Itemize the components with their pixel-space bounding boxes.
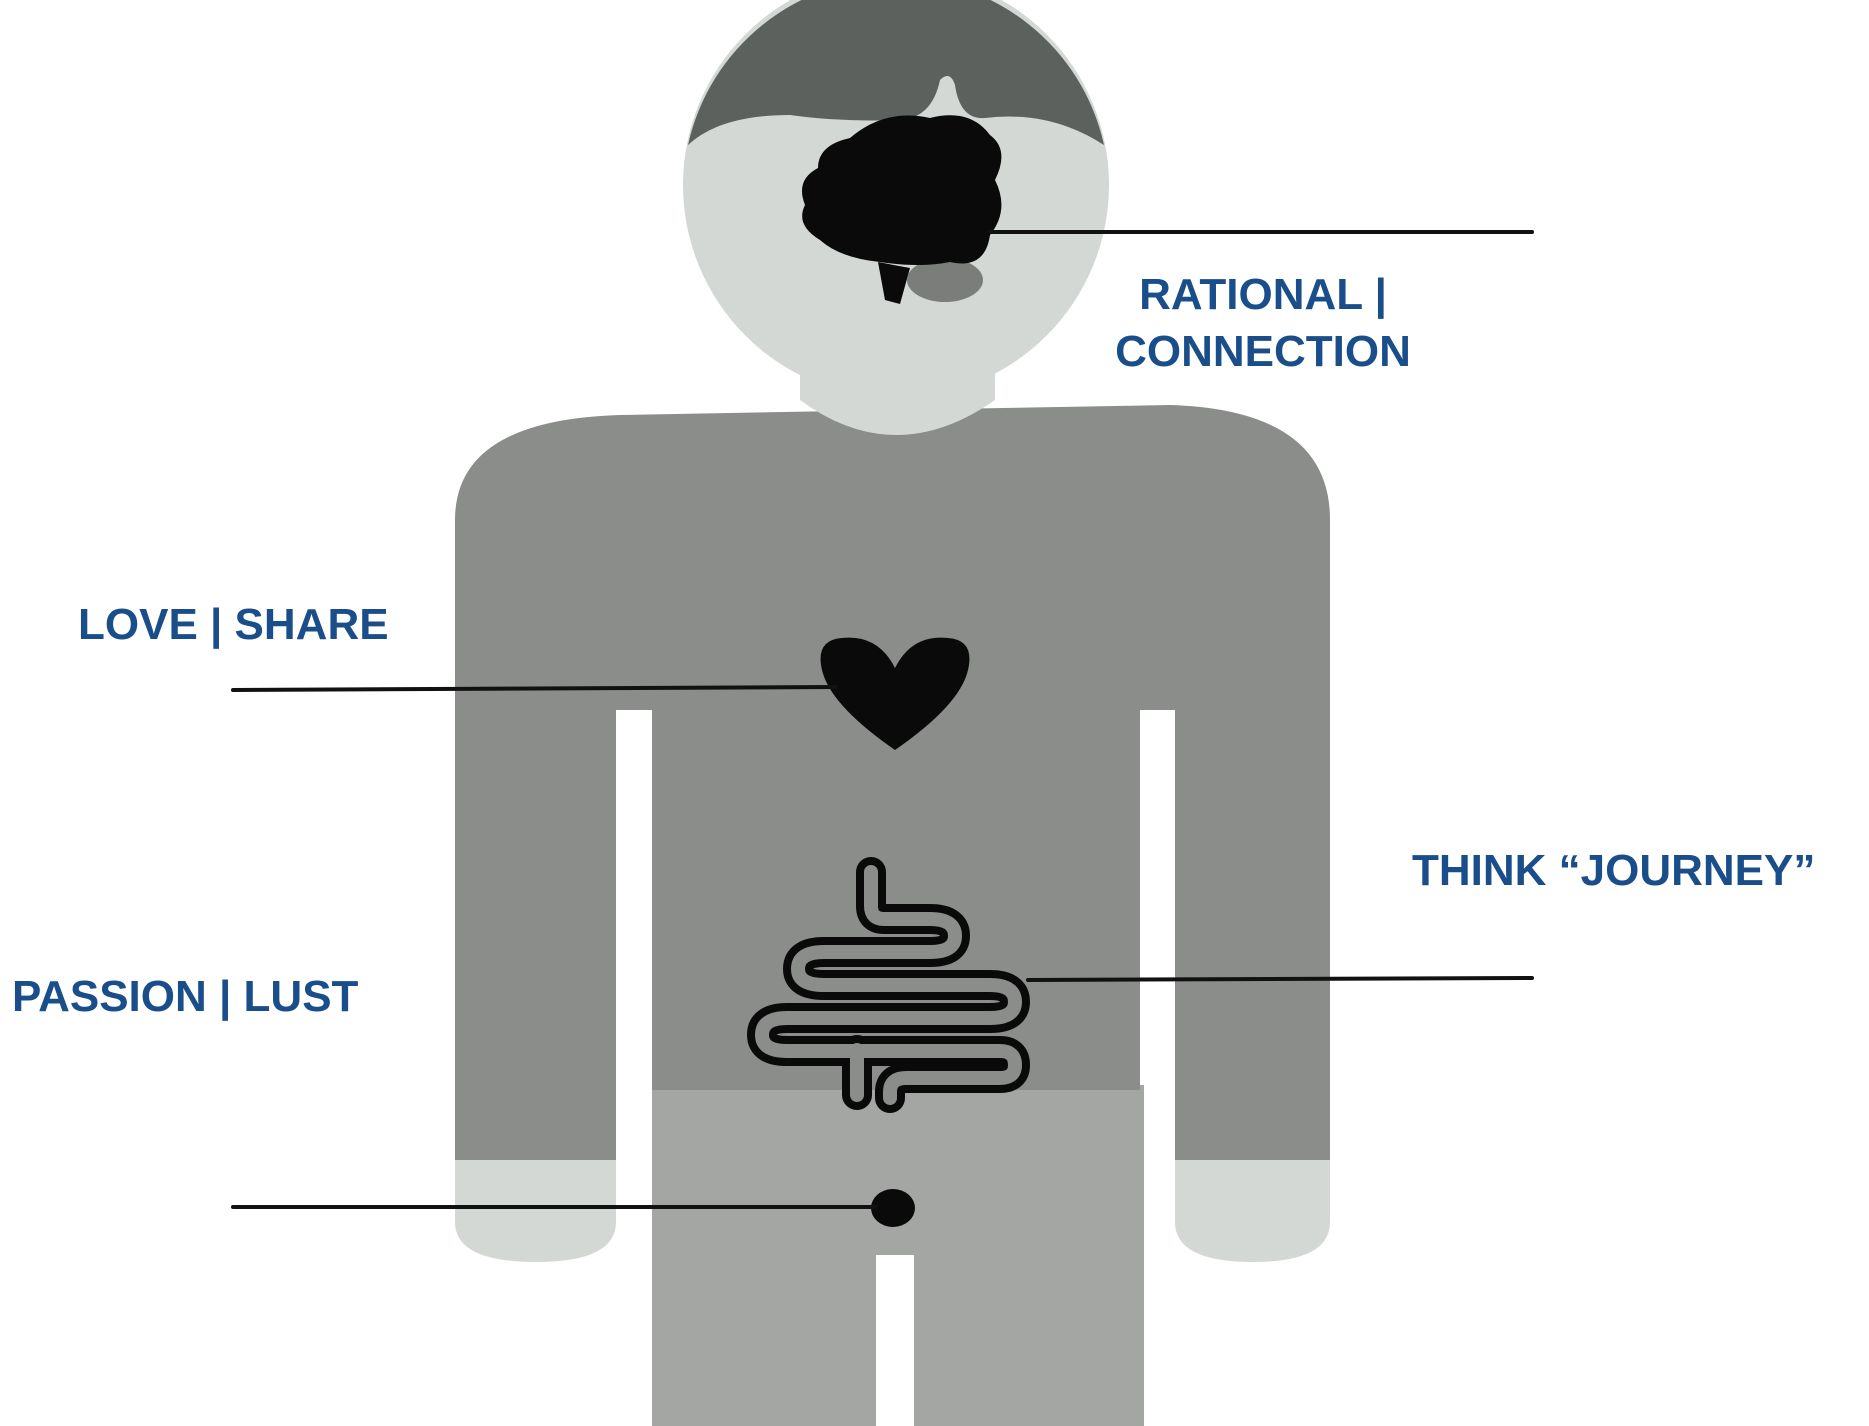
- heart-label: LOVE | SHARE: [78, 596, 389, 653]
- head-label-line1: RATIONAL |: [1098, 266, 1428, 323]
- leg-gap: [876, 1255, 914, 1426]
- left-hand: [455, 1160, 616, 1262]
- pants: [652, 1085, 1144, 1426]
- groin-label: PASSION | LUST: [12, 968, 358, 1025]
- right-hand: [1175, 1160, 1330, 1262]
- dot-icon: [871, 1189, 915, 1227]
- gut-leader-line: [1028, 978, 1532, 980]
- gut-label: THINK “JOURNEY”: [1412, 842, 1815, 899]
- head-label: RATIONAL | CONNECTION: [1098, 266, 1428, 380]
- head-label-line2: CONNECTION: [1098, 323, 1428, 380]
